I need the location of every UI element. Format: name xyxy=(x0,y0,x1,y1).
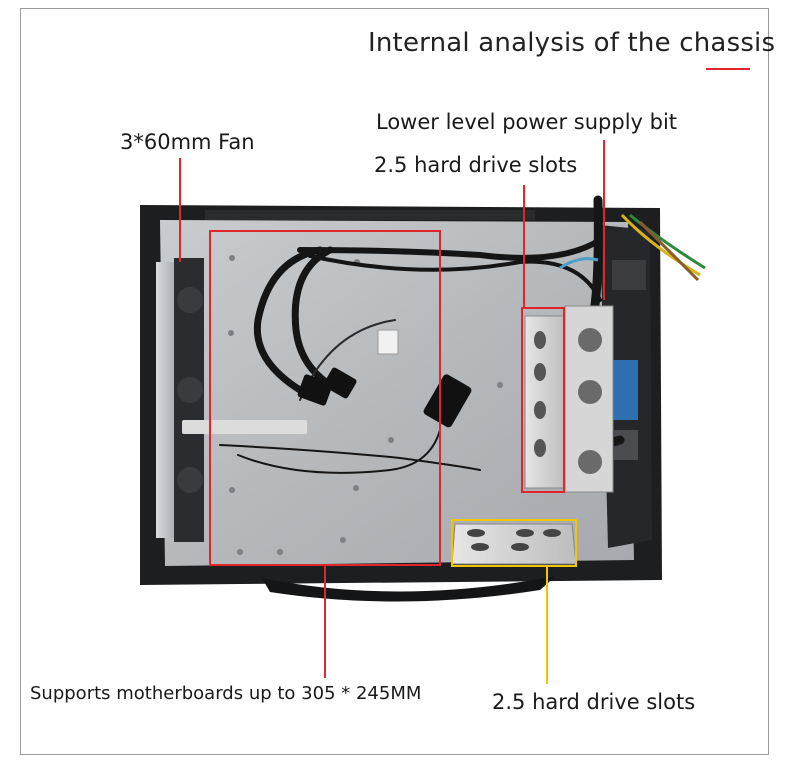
fan-label: 3*60mm Fan xyxy=(120,130,255,154)
hdd-bottom-label: 2.5 hard drive slots xyxy=(492,690,696,714)
hdd-bracket-side xyxy=(524,305,614,493)
chassis-body xyxy=(140,205,662,602)
title-underline xyxy=(706,68,750,70)
page-title: Internal analysis of the chassis xyxy=(368,28,776,58)
hdd-bracket-bottom xyxy=(451,523,577,565)
motherboard-label: Supports motherboards up to 305 * 245MM xyxy=(30,683,422,704)
psu-wires xyxy=(559,213,706,282)
hdd-side-callout xyxy=(521,307,565,493)
floor-screws xyxy=(228,255,503,555)
hdd-top-label: 2.5 hard drive slots xyxy=(374,153,578,177)
fan-bracket xyxy=(156,258,307,542)
hdd-bottom-callout xyxy=(451,519,577,567)
cable-connectors xyxy=(297,329,472,428)
psu-label: Lower level power supply bit xyxy=(376,110,678,134)
